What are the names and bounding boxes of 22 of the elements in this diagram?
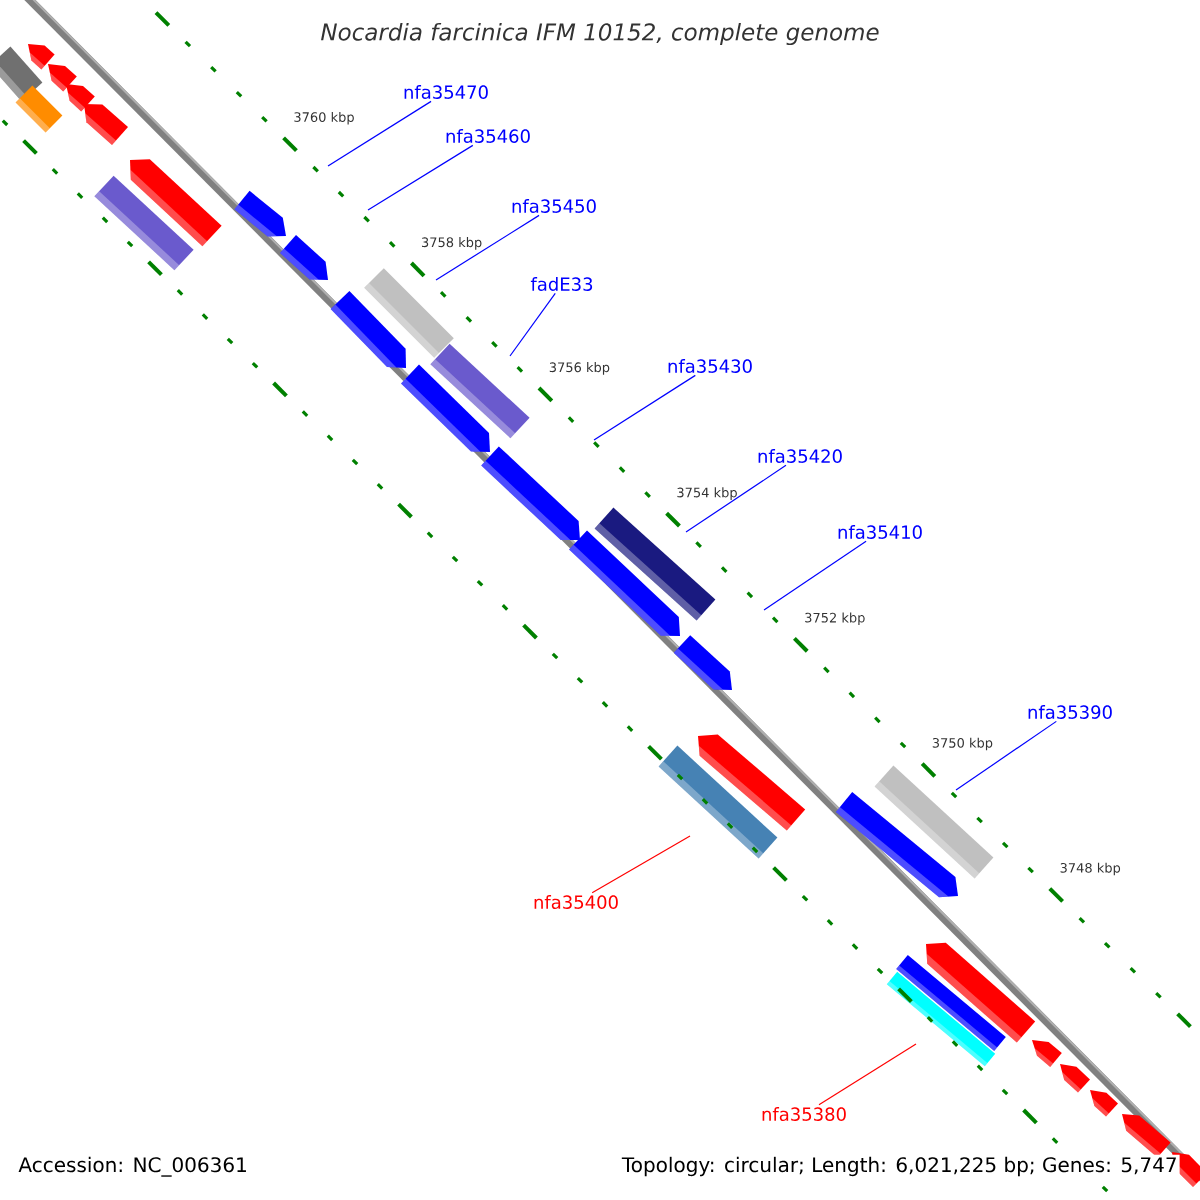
leader-line: [435, 214, 540, 281]
gene-label: nfa35400: [534, 895, 618, 909]
leader-line: [367, 144, 474, 211]
leader-line: [685, 464, 787, 533]
footer-text: Accession: NC_006361: [18, 1156, 246, 1177]
leader-line: [593, 374, 696, 441]
leader-line: [818, 1043, 917, 1106]
gene-label: fadE33: [530, 277, 593, 291]
leader-line: [763, 540, 867, 611]
gene-label: nfa35460: [446, 129, 530, 143]
gene-label: nfa35380: [762, 1107, 846, 1121]
leader-line: [591, 835, 691, 894]
gene-label: nfa35420: [758, 449, 842, 463]
title: Nocardia farcinica IFM 10152, complete genome: [321, 22, 879, 46]
leader-line: [327, 100, 432, 167]
leader-line: [509, 292, 556, 357]
gene-label: nfa35430: [668, 359, 752, 373]
leader-line: [955, 720, 1057, 791]
gene-label: nfa35450: [512, 199, 596, 213]
gene-label: nfa35410: [838, 525, 922, 539]
gene-label: nfa35390: [1028, 705, 1112, 719]
gene-label: nfa35470: [404, 85, 488, 99]
